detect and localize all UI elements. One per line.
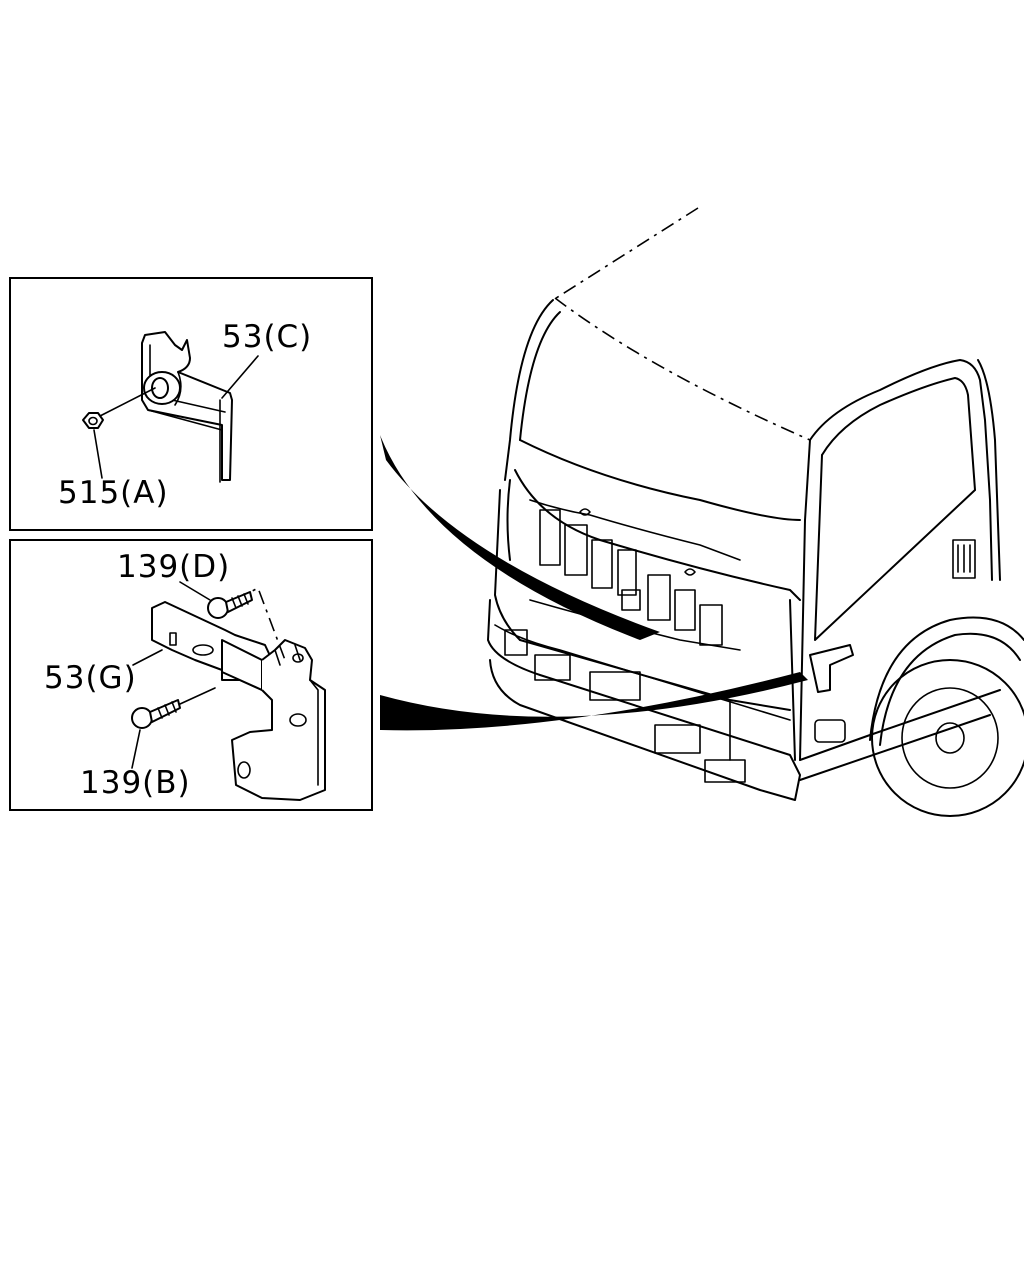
bolt-d-part	[207, 591, 253, 619]
leader-swooshes	[380, 435, 808, 731]
truck-cab	[487, 207, 1024, 817]
bracket-c-part	[141, 331, 233, 483]
label-515a: 515(A)	[58, 475, 169, 511]
bolt-b-part	[131, 687, 216, 729]
nut-a-part	[82, 387, 156, 429]
inset-panel-bottom: 139(D) 53(G) 139(B)	[9, 539, 373, 811]
label-53c: 53(C)	[222, 319, 312, 355]
label-139b: 139(B)	[80, 765, 191, 801]
label-139d: 139(D)	[117, 549, 230, 585]
inset-panel-top: 53(C) 515(A)	[9, 277, 373, 531]
label-53g: 53(G)	[44, 660, 137, 696]
bracket-g-part	[151, 601, 326, 801]
